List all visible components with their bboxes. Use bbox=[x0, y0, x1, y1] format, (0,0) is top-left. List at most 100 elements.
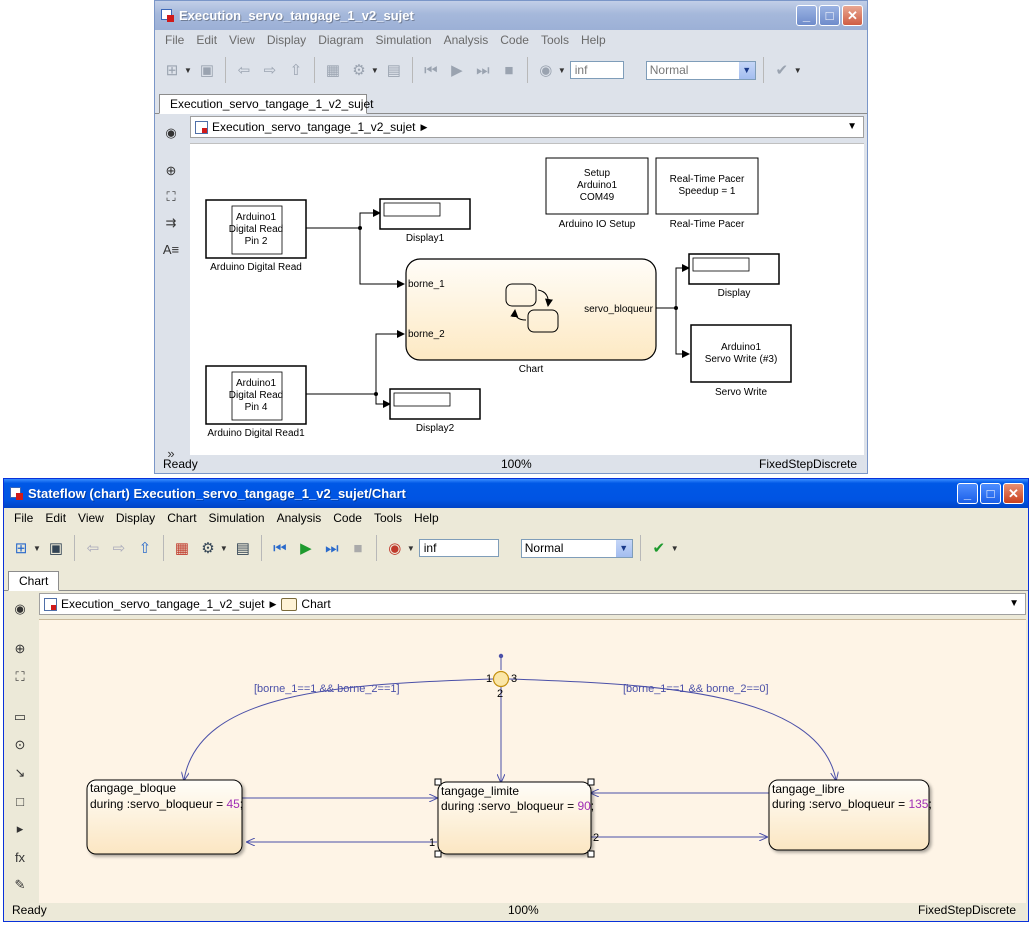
menu-file[interactable]: File bbox=[165, 33, 185, 47]
zoom-in-icon[interactable]: ⊕ bbox=[165, 163, 177, 178]
block-display2[interactable]: Display2 bbox=[389, 388, 481, 434]
gear-icon[interactable]: ⚙ bbox=[201, 540, 215, 557]
chevron-down-icon[interactable]: ▼ bbox=[615, 539, 632, 557]
model-explorer-icon[interactable]: ▤ bbox=[235, 540, 250, 557]
close-button[interactable]: ✕ bbox=[842, 5, 863, 26]
annotation-tool-icon[interactable]: ✎ bbox=[14, 877, 26, 892]
tab-chart[interactable]: Chart bbox=[8, 571, 60, 591]
breadcrumb-model[interactable]: Execution_servo_tangage_1_v2_sujet bbox=[61, 597, 265, 611]
menu-help[interactable]: Help bbox=[413, 511, 439, 525]
chevron-down-icon[interactable]: ▼ bbox=[557, 65, 566, 75]
signal-line[interactable] bbox=[656, 264, 690, 309]
matlab-function-icon[interactable]: fx bbox=[14, 849, 26, 865]
junction-tool-icon[interactable]: ⊙ bbox=[14, 737, 26, 752]
step-back-icon[interactable]: ⏮ bbox=[424, 61, 438, 79]
menu-help[interactable]: Help bbox=[580, 33, 606, 47]
chevron-down-icon[interactable]: ▼ bbox=[406, 543, 415, 553]
signal-line[interactable] bbox=[306, 330, 405, 395]
up-icon[interactable]: ⇧ bbox=[138, 540, 152, 557]
back-icon[interactable]: ⇦ bbox=[237, 62, 251, 79]
annotation-icon[interactable]: A≡ bbox=[162, 241, 180, 257]
expand-icon[interactable]: » bbox=[167, 445, 175, 461]
menu-diagram[interactable]: Diagram bbox=[318, 33, 364, 47]
menu-tools[interactable]: Tools bbox=[540, 33, 569, 47]
transition-to-libre[interactable] bbox=[508, 678, 836, 780]
chevron-down-icon[interactable]: ▼ bbox=[670, 543, 679, 553]
zoom-in-icon[interactable]: ⊕ bbox=[14, 641, 26, 656]
stateflow-canvas[interactable]: [borne_1==1 && borne_2==1] [borne_1==1 &… bbox=[39, 619, 1026, 903]
menu-edit[interactable]: Edit bbox=[196, 33, 218, 47]
state-tangage-libre[interactable]: tangage_libre during :servo_bloqueur = 1… bbox=[768, 779, 932, 851]
menu-simulation[interactable]: Simulation bbox=[375, 33, 432, 47]
signal-line[interactable] bbox=[359, 228, 405, 288]
back-icon[interactable]: ⇦ bbox=[86, 540, 100, 557]
stateflow-titlebar[interactable]: Stateflow (chart) Execution_servo_tangag… bbox=[4, 479, 1028, 508]
record-icon[interactable]: ◉ bbox=[388, 540, 402, 557]
hide-browser-icon[interactable]: ◉ bbox=[14, 601, 26, 616]
block-arduino-digital-read1[interactable]: Arduino1 Digital Read Pin 4 Arduino Digi… bbox=[205, 365, 307, 439]
step-back-icon[interactable]: ⏮ bbox=[273, 539, 287, 557]
chevron-down-icon[interactable]: ▼ bbox=[738, 61, 755, 79]
block-arduino-io-setup[interactable]: Setup Arduino1 COM49 Arduino IO Setup bbox=[545, 157, 649, 230]
forward-icon[interactable]: ⇨ bbox=[263, 62, 277, 79]
state-tangage-bloque[interactable]: tangage_bloque during :servo_bloqueur = … bbox=[86, 779, 243, 855]
tab-model[interactable]: Execution_servo_tangage_1_v2_sujet bbox=[159, 94, 373, 114]
simulation-mode-select[interactable]: Normal ▼ bbox=[520, 538, 633, 558]
signal-lines-icon[interactable]: ⇉ bbox=[165, 215, 177, 230]
run-icon[interactable]: ▶ bbox=[300, 540, 312, 557]
up-icon[interactable]: ⇧ bbox=[289, 62, 303, 79]
menu-display[interactable]: Display bbox=[115, 511, 156, 525]
menu-simulation[interactable]: Simulation bbox=[208, 511, 265, 525]
menu-code[interactable]: Code bbox=[500, 33, 529, 47]
connective-junction[interactable] bbox=[492, 670, 510, 688]
condition-label-right[interactable]: [borne_1==1 && borne_2==0] bbox=[623, 683, 769, 695]
condition-label-left[interactable]: [borne_1==1 && borne_2==1] bbox=[254, 683, 400, 695]
new-model-icon[interactable]: ⊞ bbox=[14, 540, 28, 557]
breadcrumb-model[interactable]: Execution_servo_tangage_1_v2_sujet bbox=[212, 120, 416, 134]
block-servo-write[interactable]: Arduino1 Servo Write (#3) Servo Write bbox=[690, 324, 792, 398]
library-browser-icon[interactable]: ▦ bbox=[174, 540, 190, 557]
menu-analysis[interactable]: Analysis bbox=[276, 511, 322, 525]
chevron-down-icon[interactable]: ▼ bbox=[33, 543, 41, 553]
chevron-down-icon[interactable]: ▼ bbox=[219, 543, 228, 553]
block-display1[interactable]: Display1 bbox=[379, 198, 471, 244]
stop-time-input[interactable]: inf bbox=[569, 61, 624, 79]
stop-icon[interactable]: ■ bbox=[353, 539, 363, 557]
close-button[interactable]: ✕ bbox=[1003, 483, 1024, 504]
block-display[interactable]: Display bbox=[688, 253, 780, 299]
minimize-button[interactable]: _ bbox=[796, 5, 817, 26]
maximize-button[interactable]: □ bbox=[819, 5, 840, 26]
block-arduino-digital-read[interactable]: Arduino1 Digital Read Pin 2 Arduino Digi… bbox=[205, 199, 307, 273]
menu-analysis[interactable]: Analysis bbox=[443, 33, 489, 47]
menu-tools[interactable]: Tools bbox=[373, 511, 402, 525]
chevron-down-icon[interactable]: ▼ bbox=[184, 65, 192, 75]
stop-icon[interactable]: ■ bbox=[504, 61, 514, 79]
menu-file[interactable]: File bbox=[14, 511, 34, 525]
stop-time-input[interactable]: inf bbox=[418, 539, 499, 557]
library-browser-icon[interactable]: ▦ bbox=[325, 62, 341, 79]
menu-view[interactable]: View bbox=[229, 33, 255, 47]
save-icon[interactable]: ▣ bbox=[48, 540, 64, 557]
chevron-down-icon[interactable]: ▼ bbox=[370, 65, 379, 75]
menu-code[interactable]: Code bbox=[333, 511, 362, 525]
box-tool-icon[interactable]: □ bbox=[16, 793, 24, 809]
block-real-time-pacer[interactable]: Real-Time Pacer Speedup = 1 Real-Time Pa… bbox=[655, 157, 759, 230]
check-icon[interactable]: ✔ bbox=[652, 540, 666, 557]
maximize-button[interactable]: □ bbox=[980, 483, 1001, 504]
signal-line[interactable] bbox=[375, 394, 391, 408]
menu-chart[interactable]: Chart bbox=[167, 511, 197, 525]
transition-to-bloque[interactable] bbox=[184, 678, 494, 780]
block-chart[interactable]: borne_1 borne_2 servo_bloqueur Chart bbox=[405, 258, 657, 375]
default-transition-icon[interactable]: ↘ bbox=[14, 765, 26, 780]
signal-line[interactable] bbox=[675, 308, 690, 358]
state-tool-icon[interactable]: ▭ bbox=[13, 709, 27, 724]
forward-icon[interactable]: ⇨ bbox=[112, 540, 126, 557]
menu-display[interactable]: Display bbox=[266, 33, 307, 47]
check-icon[interactable]: ✔ bbox=[775, 62, 789, 79]
fit-to-view-icon[interactable]: ⛶ bbox=[15, 669, 25, 684]
breadcrumb-chart[interactable]: Chart bbox=[301, 597, 331, 611]
simulink-function-icon[interactable]: ▸ bbox=[16, 821, 24, 836]
hide-browser-icon[interactable]: ◉ bbox=[165, 125, 177, 140]
model-explorer-icon[interactable]: ▤ bbox=[386, 62, 401, 79]
chevron-down-icon[interactable]: ▼ bbox=[793, 65, 802, 75]
